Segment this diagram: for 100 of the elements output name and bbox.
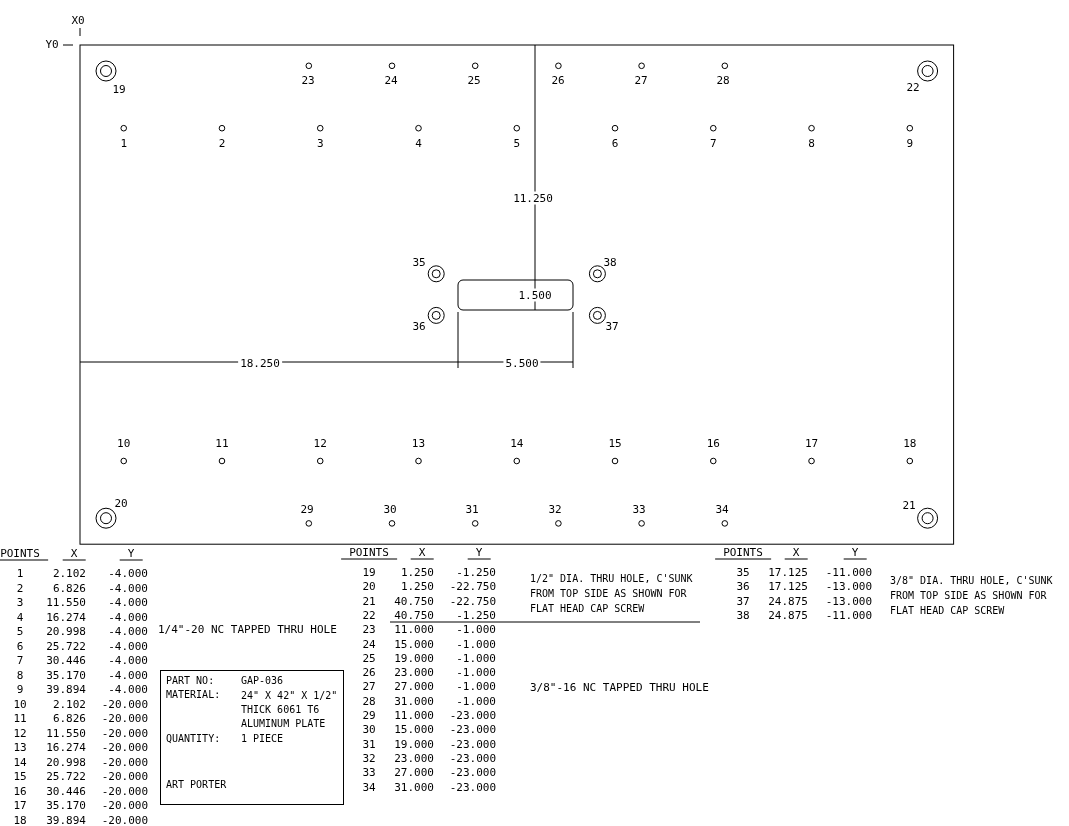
table-cell: 38 — [736, 608, 750, 622]
table-cell: 30.446 — [46, 653, 86, 667]
table-cell: -13.000 — [825, 579, 872, 593]
callout-number: 8 — [808, 136, 815, 150]
field-value: GAP-036 — [241, 675, 284, 686]
callout-number: 15 — [608, 436, 622, 450]
table-cell: -23.000 — [449, 765, 496, 779]
table-cell: -1.250 — [456, 608, 496, 622]
title-block — [160, 670, 344, 805]
table-cell: 16.274 — [46, 610, 86, 623]
table-cell: 31.000 — [394, 780, 434, 793]
callout-number: 6 — [611, 136, 619, 150]
callout-number: 11 — [215, 436, 229, 450]
table-cell: -1.000 — [456, 679, 496, 693]
callout-number: 3 — [316, 136, 324, 150]
table-cell: 14 — [13, 755, 27, 768]
table-cell: 5 — [16, 624, 24, 638]
table-cell: 13 — [13, 740, 27, 754]
callout-number: 38 — [603, 255, 617, 269]
table-cell: 6.826 — [52, 581, 86, 594]
table-cell: -4.000 — [108, 668, 148, 681]
table-cell: 1 — [16, 566, 24, 580]
table-cell: -1.000 — [456, 651, 496, 665]
callout-number: 34 — [715, 502, 729, 516]
table-cell: 10 — [13, 697, 27, 710]
callout-number: 29 — [300, 502, 314, 516]
table-cell: -11.000 — [825, 565, 872, 579]
table-cell: 8 — [16, 668, 24, 681]
table-cell: 7 — [16, 653, 24, 667]
table-cell: 1.250 — [400, 565, 434, 579]
table-cell: 24 — [362, 637, 376, 650]
table-cell: 31.000 — [394, 694, 434, 708]
table-cell: 35 — [736, 565, 750, 579]
callout-number: 14 — [510, 436, 524, 450]
table-cell: 20.998 — [46, 755, 86, 768]
callout-number: 16 — [706, 436, 720, 450]
table-cell: -4.000 — [108, 566, 148, 580]
callout-number: 17 — [804, 436, 819, 450]
table-cell: 20 — [362, 579, 376, 593]
callout-number: 22 — [906, 80, 920, 94]
column-header: POINTS — [715, 546, 771, 560]
table-cell: 18 — [13, 813, 27, 826]
table-cell: 23.000 — [394, 751, 434, 765]
table-cell: 15.000 — [394, 722, 434, 736]
table-cell: -20.000 — [101, 769, 148, 783]
callout-number: 36 — [412, 319, 426, 333]
table-cell: 11.000 — [394, 622, 434, 636]
table-cell: -1.000 — [456, 665, 496, 679]
table-cell: -1.000 — [456, 694, 496, 708]
table-cell: 6.826 — [52, 711, 86, 725]
table-cell: -20.000 — [101, 784, 148, 797]
table-cell: 1.250 — [400, 579, 434, 593]
callout-number: 26 — [551, 73, 565, 87]
note-text: 1/2" DIA. THRU HOLE, C'SUNK FROM TOP SIDE AS SHOWN FOR FLAT HEAD CAP SCREW — [530, 572, 694, 616]
table-cell: 40.750 — [394, 594, 434, 608]
note-text: 3/8" DIA. THRU HOLE, C'SUNK FROM TOP SIDE AS SHOWN FOR FLAT HEAD CAP SCREW — [890, 574, 1054, 618]
table-cell: 3 — [16, 595, 24, 609]
callout-number: 24 — [384, 73, 398, 87]
callout-number: 4 — [415, 136, 422, 150]
table-cell: 19.000 — [394, 651, 434, 665]
table-cell: -23.000 — [449, 737, 496, 751]
table-cell: 9 — [16, 682, 24, 696]
field-value: 24" X 42" X 1/2" THICK 6061 T6 ALUMINUM PLATE — [241, 689, 339, 731]
column-header: X — [784, 546, 808, 560]
callout-number: 23 — [301, 73, 315, 87]
column-header: X — [410, 546, 434, 560]
table-cell: -1.250 — [456, 565, 496, 579]
callout-number: 33 — [632, 502, 646, 516]
callout-number: 28 — [716, 73, 730, 87]
table-cell: -23.000 — [449, 780, 496, 793]
table-cell: 2.102 — [52, 566, 86, 580]
table-cell: 25 — [362, 651, 376, 665]
table-cell: 23.000 — [394, 665, 434, 679]
table-cell: 37 — [736, 594, 750, 608]
column-header: POINTS — [0, 547, 48, 561]
callout-number: 32 — [548, 502, 562, 516]
table-cell: -1.000 — [456, 637, 496, 650]
table-cell: 11.550 — [46, 726, 86, 739]
axis-label: Y0 — [45, 37, 59, 51]
table-cell: -20.000 — [101, 726, 148, 739]
column-header: X — [62, 547, 86, 561]
callout-number: 20 — [114, 496, 128, 510]
table-cell: -4.000 — [108, 639, 148, 652]
table-cell: 20.998 — [46, 624, 86, 638]
callout-number: 1 — [120, 136, 128, 150]
table-cell: -13.000 — [825, 594, 872, 608]
table-cell: -4.000 — [108, 653, 148, 667]
table-cell: 27 — [362, 679, 376, 693]
table-cell: 11.550 — [46, 595, 86, 609]
callout-number: 13 — [411, 436, 426, 450]
table-cell: 4 — [16, 610, 24, 623]
table-cell: -20.000 — [101, 711, 148, 725]
table-cell: 31 — [362, 737, 376, 751]
callout-number: 18 — [903, 436, 917, 450]
table-cell: 27.000 — [394, 679, 434, 693]
dimension-label: 11.250 — [511, 191, 555, 205]
callout-number: 21 — [902, 498, 916, 512]
table-cell: 6 — [16, 639, 24, 652]
table-cell: -20.000 — [101, 813, 148, 826]
table-cell: 39.894 — [46, 813, 86, 826]
